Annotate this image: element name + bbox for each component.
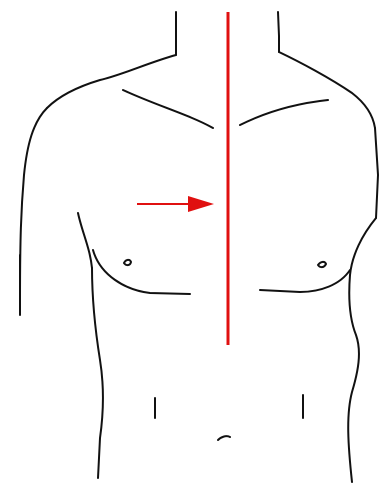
left-collarbone [123,90,213,128]
neck-right-edge [278,12,279,52]
left-torso-side [92,268,103,478]
navel [218,436,230,440]
left-pectoral-line [93,250,190,294]
right-nipple [318,262,326,267]
left-shoulder-line [47,55,176,108]
right-shoulder-line [279,52,375,128]
body-outline [20,12,378,482]
left-arm-outline [20,108,47,300]
arrow-marker [137,196,214,212]
right-armpit-line [350,218,376,275]
right-collarbone [240,100,328,125]
right-pectoral-line [260,270,350,292]
right-torso-side [348,275,359,482]
right-arm-outline [375,128,378,218]
arrow-head [188,196,214,212]
left-armpit-line [78,213,92,268]
left-nipple [124,260,131,265]
